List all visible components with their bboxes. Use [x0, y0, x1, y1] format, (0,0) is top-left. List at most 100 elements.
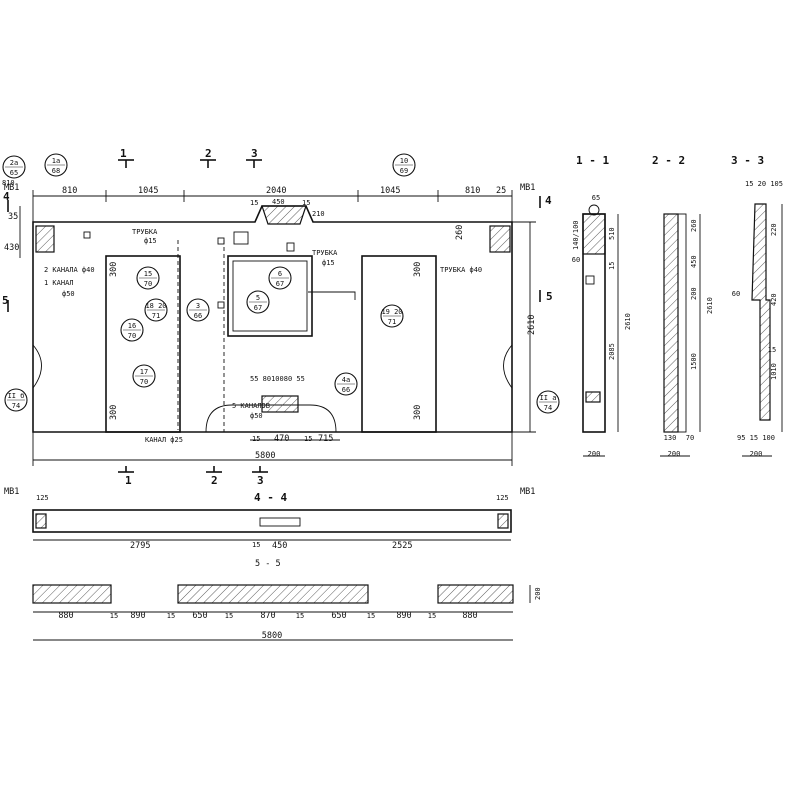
section-dim: 15 [608, 262, 616, 270]
section-dim: 95 15 100 [737, 434, 775, 442]
dim-35: 35 [8, 212, 18, 222]
section-dim: 2610 [624, 313, 632, 330]
callout-top: 6 [278, 270, 282, 278]
plan-4-4-outline [32, 509, 512, 533]
callout-top: 2а [10, 159, 18, 167]
cut-label-1b: 1 [125, 474, 132, 487]
dim-55: 15 [167, 612, 175, 620]
dim-55: 15 [428, 612, 436, 620]
title-4-4: 4 - 4 [254, 491, 287, 504]
dim-55: 650 [192, 611, 207, 621]
channel-one-d: ф50 [62, 290, 75, 298]
callout-top: 4а [342, 376, 350, 384]
section-dim: 140/100 [572, 220, 580, 250]
dim-55: 890 [396, 611, 411, 621]
callout-bottom: 69 [400, 167, 408, 175]
callout-top: 16 [128, 322, 136, 330]
slab-1 [32, 584, 112, 604]
plan-4-4: 4 - 4 МВ1 МВ1 125 125 2795 15 450 2525 5… [4, 487, 535, 569]
cut-label-2: 2 [205, 147, 212, 160]
callout-top: 10 [400, 157, 408, 165]
dim-5800: 5800 [255, 451, 275, 461]
section-dim: 60 [732, 290, 740, 298]
left-arc [32, 344, 42, 389]
mb-44-left: МВ1 [4, 487, 19, 497]
channel-one: 1 КАНАЛ [44, 279, 74, 287]
callout-top: 3 [196, 302, 200, 310]
callout-bottom: 65 [10, 169, 18, 177]
dim-top-2040: 2040 [266, 186, 286, 196]
callout-bubble: II б74 [4, 388, 28, 412]
dim-55: 650 [331, 611, 346, 621]
small-box [286, 242, 295, 252]
section-dim: 510 [608, 227, 616, 240]
door-opening-right [361, 255, 437, 433]
section-dim: 200 [750, 450, 763, 458]
center-window-outer [227, 255, 313, 337]
mb-label-left: МВ1 [4, 183, 19, 193]
top-notch [261, 205, 307, 225]
dim-top-810b: 810 [465, 186, 480, 196]
title-5-5: 5 - 5 [255, 559, 281, 569]
section-dim: 420 [770, 293, 778, 306]
dim-44-2525: 2525 [392, 541, 412, 551]
dim-15b: 15 [302, 199, 310, 207]
dim-bot-715: 715 [318, 434, 333, 444]
callout-bottom: 71 [152, 312, 160, 320]
callout-bottom: 70 [128, 332, 136, 340]
dim-44-15: 15 [252, 541, 260, 549]
small-box [217, 237, 225, 245]
door-opening-left [105, 255, 181, 433]
plan-5-5 [32, 584, 531, 641]
left-edge-block [35, 225, 55, 253]
section-2-2-body [663, 213, 679, 433]
callout-top: 5 [256, 294, 260, 302]
channel-bottom-left: КАНАЛ ф25 [145, 436, 183, 444]
door-dim-300b: 300 [109, 405, 119, 420]
cut-label-5: 5 [2, 294, 9, 307]
dim-top-810: 810 [62, 186, 77, 196]
callout-bottom: 67 [254, 304, 262, 312]
channels-bottom-d: ф50 [250, 412, 263, 420]
dim-810-left: 810 [2, 179, 15, 187]
callout-bubble: 366 [186, 298, 210, 322]
door-dim-300d: 300 [413, 405, 423, 420]
tube-right-d: ф15 [322, 259, 335, 267]
dim-15a: 15 [250, 199, 258, 207]
door-dim-300a: 300 [109, 262, 119, 277]
channels-left: 2 КАНАЛА ф40 [44, 266, 95, 274]
wire-line [308, 291, 356, 300]
section-dim: 260 [690, 219, 698, 232]
callout-top: II б [8, 392, 25, 400]
dim-44-125a: 125 [36, 494, 49, 502]
elevation-labels: 1 2 3 1 2 3 4 4 5 5 810 1045 2040 1045 8… [2, 147, 553, 487]
callout-top: 18 20 [145, 302, 166, 310]
section-dim: 65 [592, 194, 600, 202]
callout-top: 19 20 [381, 308, 402, 316]
section-1-1-top [582, 213, 606, 255]
section-dim: 220 [770, 223, 778, 236]
small-box [83, 231, 91, 239]
section-title-1: 1 - 1 [576, 154, 609, 167]
cut-label-4: 4 [3, 190, 10, 203]
dim-55: 880 [58, 611, 73, 621]
cut-label-3b: 3 [257, 474, 264, 487]
callout-bottom: 70 [144, 280, 152, 288]
callout-bubble: 19 20 71 [380, 304, 404, 328]
dim-55: 890 [130, 611, 145, 621]
callout-bottom: 67 [276, 280, 284, 288]
section-dims: 655101520852610140/100602002604502002610… [572, 180, 783, 458]
callout-bubble: 667 [268, 266, 292, 290]
dim-55: 15 [110, 612, 118, 620]
cut-label-2b: 2 [211, 474, 218, 487]
small-box [233, 231, 249, 245]
callout-bottom: 71 [388, 318, 396, 326]
mb-44-right: МВ1 [520, 487, 535, 497]
